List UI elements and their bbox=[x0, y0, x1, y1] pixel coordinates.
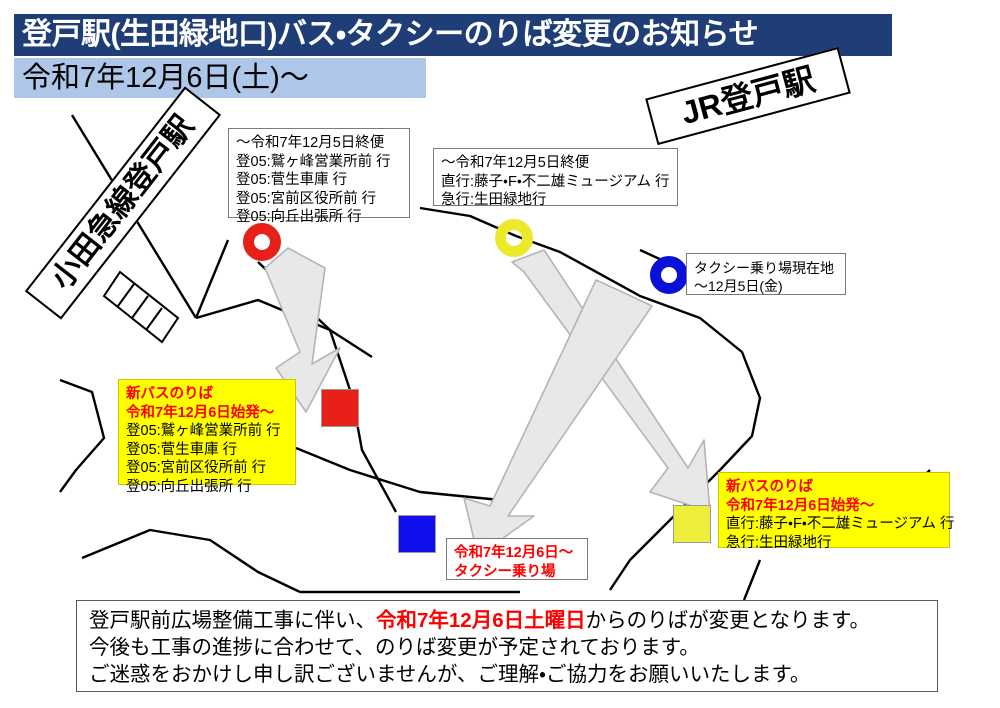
callout-line: 〜12月5日(金) bbox=[694, 278, 783, 294]
callout-line: 登05:向丘出張所 行 bbox=[236, 209, 362, 225]
callout-line: 急行:生田緑地行 bbox=[441, 192, 547, 208]
callout-headline: 令和7年12月6日始発〜 bbox=[726, 497, 875, 514]
page-subtitle: 令和7年12月6日(土)〜 bbox=[14, 58, 426, 98]
notice-line-1-suffix: からのりばが変更となります。 bbox=[585, 609, 870, 632]
notice-line-2: 今後も工事の進捗に合わせて、のりば変更が予定されております。 bbox=[89, 636, 700, 659]
new-bus-stop-marker-icon bbox=[321, 389, 359, 427]
callout-headline: 新バスのりば bbox=[726, 479, 813, 495]
old-bus-stop-callout: 〜令和7年12月5日終便 登05:鷲ヶ峰営業所前 行 登05:菅生車庫 行 登0… bbox=[228, 128, 410, 225]
callout-line: 直行:藤子・F・不二雄ミュージアム 行 bbox=[441, 173, 670, 190]
callout-line: 登05:向丘出張所 行 bbox=[126, 478, 252, 495]
callout-line: 登05:宮前区役所前 行 bbox=[126, 460, 267, 476]
notice-line-3: ご迷惑をおかけし申し訳ございませんが、ご理解・ご協力をお願いいたします。 bbox=[89, 663, 811, 686]
callout-line: 登05:菅生車庫 行 bbox=[236, 172, 348, 188]
new-express-stop-callout: 新バスのりば 令和7年12月6日始発〜 直行:藤子・F・不二雄ミュージアム 行 … bbox=[718, 472, 955, 551]
new-taxi-stand-callout: 令和7年12月6日〜 タクシー乗り場 bbox=[446, 538, 588, 580]
callout-line: 登05:鷲ヶ峰営業所前 行 bbox=[126, 423, 281, 439]
callout-line: 急行:生田緑地行 bbox=[726, 534, 832, 551]
callout-line: タクシー乗り場 bbox=[454, 564, 556, 580]
callout-line: 令和7年12月6日〜 bbox=[454, 545, 574, 561]
notice-date-highlight: 令和7年12月6日土曜日 bbox=[376, 609, 586, 632]
callout-line: タクシー乗り場現在地 bbox=[694, 260, 834, 276]
notice-line-1: 登戸駅前広場整備工事に伴い、令和7年12月6日土曜日からのりばが変更となります。 bbox=[89, 607, 927, 634]
old-express-stop-marker-icon bbox=[495, 219, 533, 257]
page-title: 登戸駅(生田緑地口)バス・タクシーのりば変更のお知らせ bbox=[14, 14, 892, 56]
old-express-stop-callout: 〜令和7年12月5日終便 直行:藤子・F・不二雄ミュージアム 行 急行:生田緑地… bbox=[433, 148, 678, 208]
move-arrows bbox=[264, 247, 711, 557]
old-bus-stop-marker-icon bbox=[243, 223, 281, 261]
callout-line: 〜令和7年12月5日終便 bbox=[236, 135, 385, 151]
old-taxi-stand-callout: タクシー乗り場現在地 〜12月5日(金) bbox=[686, 253, 846, 295]
platform-hatching bbox=[102, 270, 180, 344]
new-express-stop-marker-icon bbox=[673, 505, 711, 543]
callout-line: 直行:藤子・F・不二雄ミュージアム 行 bbox=[726, 516, 955, 532]
callout-line: 登05:鷲ヶ峰営業所前 行 bbox=[236, 153, 391, 170]
notice-line-1-prefix: 登戸駅前広場整備工事に伴い、 bbox=[89, 609, 376, 632]
new-taxi-stand-marker-icon bbox=[398, 515, 436, 553]
callout-line: 登05:宮前区役所前 行 bbox=[236, 190, 377, 207]
callout-line: 登05:菅生車庫 行 bbox=[126, 441, 238, 458]
old-taxi-stand-marker-icon bbox=[650, 256, 688, 294]
callout-headline: 新バスのりば bbox=[126, 386, 213, 402]
notice-text-box: 登戸駅前広場整備工事に伴い、令和7年12月6日土曜日からのりばが変更となります。… bbox=[76, 600, 938, 692]
callout-line: 〜令和7年12月5日終便 bbox=[441, 155, 590, 171]
callout-headline: 令和7年12月6日始発〜 bbox=[126, 404, 275, 421]
new-bus-stop-callout: 新バスのりば 令和7年12月6日始発〜 登05:鷲ヶ峰営業所前 行 登05:菅生… bbox=[118, 379, 296, 495]
